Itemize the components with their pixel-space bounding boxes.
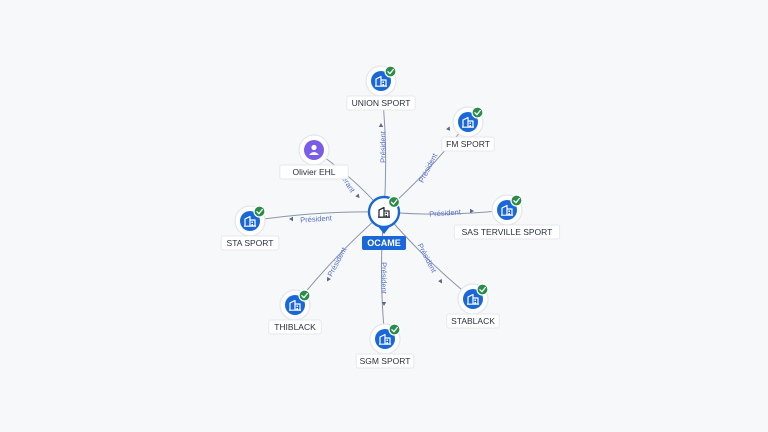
edge-arrow-icon <box>446 126 450 131</box>
edge-relation-label: Président <box>429 207 462 218</box>
node-label: SAS TERVILLE SPORT <box>462 227 553 237</box>
building-icon <box>467 293 479 305</box>
building-icon <box>244 215 256 227</box>
verified-badge-icon <box>510 194 523 207</box>
node-label-box <box>355 353 415 369</box>
edge-relation-label: Président <box>416 242 439 275</box>
node-sta-sport[interactable]: STA SPORT <box>220 205 280 251</box>
edge-arrow-icon <box>327 276 331 282</box>
node-sgm-sport[interactable]: SGM SPORT <box>355 323 415 369</box>
node-label: UNION SPORT <box>352 98 411 108</box>
node-label: FM SPORT <box>446 139 490 149</box>
building-icon <box>501 204 513 216</box>
node-label-box <box>346 95 416 111</box>
building-icon <box>378 206 390 218</box>
edge-relation-label: Président <box>380 262 389 295</box>
edge-relation-label: Président <box>326 245 349 278</box>
center-node-ocame[interactable]: OCAME <box>362 195 406 251</box>
building-icon <box>379 333 391 345</box>
edge-relation-label: Président <box>379 130 388 163</box>
node-thiblack[interactable]: THIBLACK <box>268 289 322 335</box>
edge-relation-label: Président <box>417 151 440 184</box>
nodes: UNION SPORT FM SPORT SAS TERVILLE SPORT STA… <box>220 65 561 369</box>
node-label: SGM SPORT <box>360 356 411 366</box>
edge-sta-sport: Président <box>249 211 385 225</box>
node-label: THIBLACK <box>274 322 316 332</box>
node-label-box <box>268 319 322 335</box>
edge-arrow-icon <box>381 302 387 306</box>
node-label-box <box>453 224 561 240</box>
node-label: Olivier EHL <box>293 167 336 177</box>
node-label-box <box>220 235 280 251</box>
node-olivier-ehl[interactable]: Olivier EHL <box>279 134 349 180</box>
verified-badge-icon <box>253 205 266 218</box>
node-fm-sport[interactable]: FM SPORT <box>441 106 495 152</box>
building-icon <box>289 299 301 311</box>
edge-relation-label: Président <box>300 213 333 224</box>
verified-badge-icon <box>387 195 401 209</box>
building-icon <box>375 75 387 87</box>
edge-arrow-icon <box>438 278 442 284</box>
edge-arrow-icon <box>289 216 293 222</box>
node-label: STA SPORT <box>227 238 274 248</box>
node-label-box <box>441 136 495 152</box>
node-label-box <box>446 313 500 329</box>
node-union-sport[interactable]: UNION SPORT <box>346 65 416 111</box>
verified-badge-icon <box>388 323 401 336</box>
edge-arrow-icon <box>470 208 474 214</box>
verified-badge-icon <box>384 65 397 78</box>
node-label: STABLACK <box>451 316 495 326</box>
edge-arrow-icon <box>378 123 384 127</box>
verified-badge-icon <box>476 283 489 296</box>
building-icon <box>462 116 474 128</box>
center-node-label: OCAME <box>367 238 401 248</box>
node-sas-terville-sport[interactable]: SAS TERVILLE SPORT <box>453 194 561 240</box>
edge-arrow-icon <box>355 193 360 199</box>
person-icon <box>309 144 319 155</box>
verified-badge-icon <box>471 106 484 119</box>
edge-sas-terville-sport: Président <box>383 207 508 219</box>
center-label-box <box>362 236 406 250</box>
node-label-box <box>279 164 349 180</box>
verified-badge-icon <box>298 289 311 302</box>
node-stablack[interactable]: STABLACK <box>446 283 500 329</box>
